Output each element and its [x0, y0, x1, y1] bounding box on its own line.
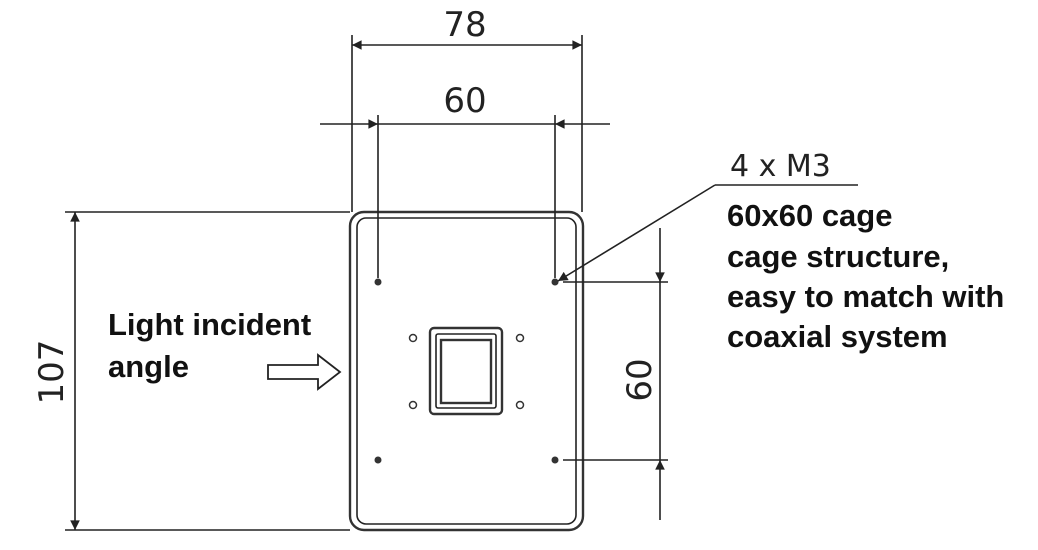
- callout-line: 60x60 cage: [727, 198, 892, 233]
- callout-line: cage structure,: [727, 239, 949, 274]
- thread-label: 4 x M3: [730, 149, 831, 184]
- dimension-78: 78: [351, 5, 583, 212]
- dimension-107: 107: [32, 211, 350, 531]
- plate: [348, 210, 585, 532]
- dimension-107-label: 107: [32, 340, 72, 405]
- dimension-78-label: 78: [443, 5, 486, 45]
- m3-leader: 4 x M3: [557, 149, 858, 282]
- light-direction-arrow-icon: [267, 353, 342, 391]
- callout-text: 60x60 cage cage structure, easy to match…: [727, 198, 1004, 354]
- window-aperture: [428, 326, 504, 416]
- light-label-line: Light incident: [108, 307, 311, 342]
- light-label-line: angle: [108, 349, 189, 384]
- m3-holes: [374, 278, 559, 464]
- dimension-60-horizontal-label: 60: [443, 81, 486, 121]
- dimension-60-vertical: 60: [563, 228, 668, 520]
- dimension-60-horizontal: 60: [320, 81, 610, 278]
- dimension-60-vertical-label: 60: [620, 358, 660, 401]
- window-screw-holes: [408, 333, 525, 410]
- callout-line: coaxial system: [727, 319, 948, 354]
- light-label: Light incident angle: [108, 307, 311, 384]
- callout-line: easy to match with: [727, 279, 1004, 314]
